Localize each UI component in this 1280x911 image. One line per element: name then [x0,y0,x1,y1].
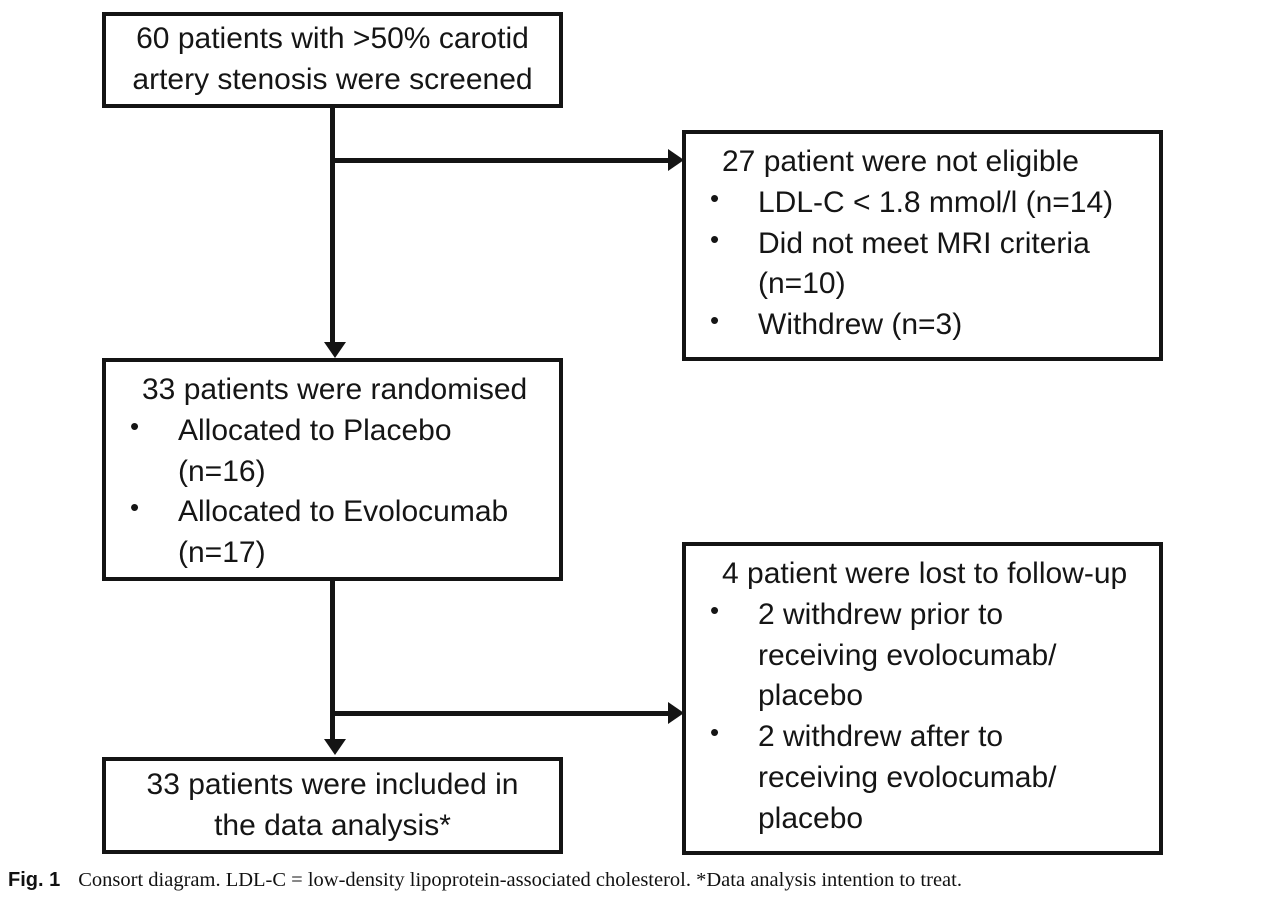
node-analysis-line2: the data analysis* [214,808,451,842]
connector-screened-to-randomised [330,108,335,346]
node-ineligible-heading: 27 patient were not eligible [722,145,1079,178]
node-screened-line1: 60 patients with >50% carotid [136,22,529,56]
figure-caption-text: Consort diagram. LDL-C = low-density lip… [78,869,962,891]
node-lost-heading: 4 patient were lost to follow-up [722,557,1128,590]
node-randomised: 33 patients were randomised Allocated to… [102,358,563,581]
node-randomised-heading: 33 patients were randomised [142,373,528,406]
arrowhead-right-ineligible [668,149,684,171]
list-item: Allocated to Placebo (n=16) [120,409,549,493]
list-item: 2 withdrew prior to receiving evolocumab… [700,593,1149,717]
node-ineligible: 27 patient were not eligible LDL-C < 1.8… [682,130,1163,361]
node-lost-bullets: 2 withdrew prior to receiving evolocumab… [700,593,1149,840]
consort-diagram: 60 patients with >50% carotid artery ste… [0,0,1280,862]
list-item: Withdrew (n=3) [700,303,1149,346]
connector-randomised-to-lost [330,711,672,716]
arrowhead-down-randomised [324,342,346,358]
node-lost-to-follow-up: 4 patient were lost to follow-up 2 withd… [682,542,1163,855]
connector-screened-to-ineligible [330,158,672,163]
node-randomised-bullets: Allocated to Placebo (n=16) Allocated to… [120,409,549,574]
node-ineligible-bullets: LDL-C < 1.8 mmol/l (n=14) Did not meet M… [700,181,1149,346]
arrowhead-down-analysis [324,739,346,755]
list-item: Did not meet MRI criteria (n=10) [700,222,1149,306]
list-item: 2 withdrew after to receiving evolocumab… [700,715,1149,839]
connector-randomised-to-analysis [330,581,335,741]
arrowhead-right-lost [668,702,684,724]
node-analysis-line1: 33 patients were included in [146,767,519,801]
figure-label: Fig. 1 [8,869,61,891]
list-item: Allocated to Evolocumab (n=17) [120,490,549,574]
node-screened: 60 patients with >50% carotid artery ste… [102,12,563,108]
node-screened-line2: artery stenosis were screened [132,63,533,96]
figure-caption: Fig. 1 Consort diagram. LDL-C = low-densi… [8,868,1272,894]
list-item: LDL-C < 1.8 mmol/l (n=14) [700,181,1149,224]
node-analysis: 33 patients were included in the data an… [102,757,563,854]
